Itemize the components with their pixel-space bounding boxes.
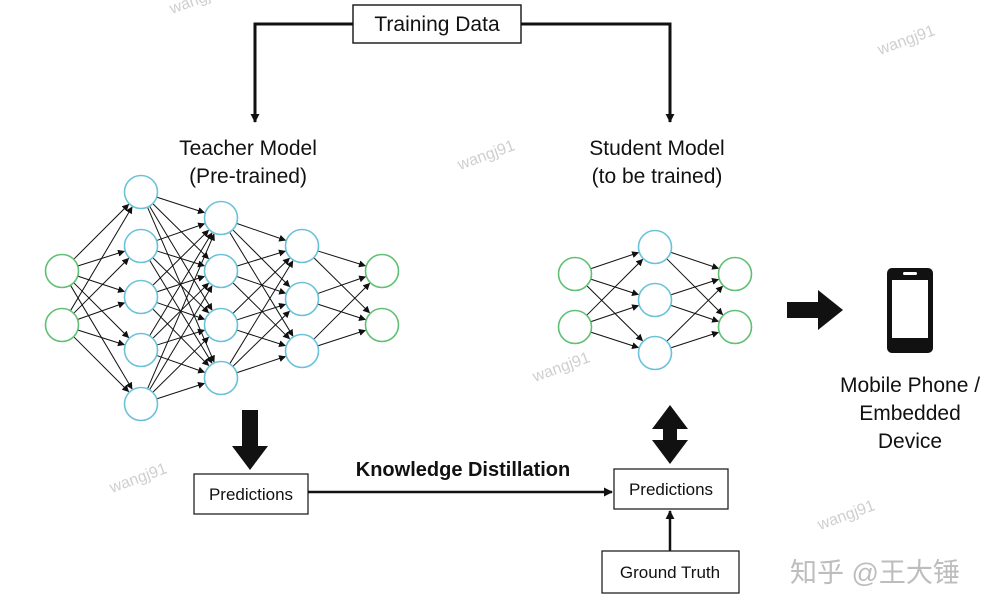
- training-data-label: Training Data: [374, 13, 500, 36]
- device-label-line2: Embedded: [859, 402, 961, 425]
- student-model-title: Student Model: [589, 137, 724, 160]
- teacher-connection: [77, 275, 126, 293]
- teacher-input-node: [44, 253, 80, 289]
- teacher-connection: [232, 310, 290, 367]
- teacher-connection: [317, 250, 366, 268]
- teacher-to-predictions-arrow: [232, 410, 268, 470]
- teacher-input-node: [44, 307, 80, 343]
- ground-truth-node: Ground Truth: [601, 550, 740, 594]
- teacher-connection: [236, 249, 286, 267]
- arrow-training-to-teacher: [250, 22, 353, 123]
- teacher-connection: [232, 282, 291, 340]
- teacher-hidden-node: [123, 332, 159, 368]
- teacher-connection: [317, 329, 367, 347]
- teacher-connection: [229, 260, 294, 365]
- device-label-line3: Device: [878, 430, 942, 453]
- teacher-connection: [152, 336, 210, 393]
- student-connection: [590, 251, 640, 270]
- teacher-hidden-node: [203, 360, 239, 396]
- teacher-model-subtitle: (Pre-trained): [189, 165, 307, 188]
- mobile-phone-icon: [887, 268, 933, 353]
- teacher-connection: [77, 329, 125, 347]
- student-connection: [590, 331, 640, 349]
- teacher-connection: [69, 206, 133, 312]
- student-predictions-node: Predictions: [613, 468, 729, 510]
- student-output-node: [717, 309, 753, 345]
- teacher-connection: [236, 329, 287, 348]
- teacher-predictions-box: [193, 473, 309, 515]
- teacher-network: [44, 174, 400, 422]
- teacher-connection: [156, 382, 206, 400]
- knowledge-distillation-label: Knowledge Distillation: [356, 459, 570, 481]
- teacher-hidden-node: [203, 253, 239, 289]
- teacher-connection: [149, 285, 213, 391]
- ground-truth-box: [601, 550, 740, 594]
- student-hidden-node: [637, 229, 673, 265]
- teacher-connection: [229, 231, 294, 337]
- student-hidden-node: [637, 282, 673, 318]
- teacher-connection: [73, 282, 130, 339]
- teacher-output-node: [364, 253, 400, 289]
- watermark-text: wangj91: [815, 497, 878, 534]
- watermark-text: wangj91: [167, 0, 230, 18]
- teacher-hidden-node: [284, 228, 320, 264]
- ground-truth-label: Ground Truth: [620, 563, 720, 582]
- student-predictions-double-arrow: [652, 405, 688, 464]
- teacher-hidden-node: [123, 386, 159, 422]
- teacher-connection: [73, 257, 130, 314]
- student-connection: [670, 251, 720, 270]
- teacher-connection: [156, 354, 206, 374]
- student-network: [557, 229, 753, 371]
- student-connection: [586, 258, 644, 316]
- student-hidden-node: [637, 335, 673, 371]
- teacher-hidden-node: [203, 200, 239, 236]
- teacher-connection: [313, 282, 371, 340]
- teacher-connection: [73, 203, 130, 260]
- teacher-connection: [156, 222, 206, 242]
- teacher-hidden-node: [284, 281, 320, 317]
- watermark-text: wangj91: [530, 349, 593, 386]
- student-connection: [670, 278, 720, 296]
- teacher-connection: [236, 355, 287, 374]
- deploy-arrow: [787, 290, 843, 330]
- student-predictions-box: [613, 468, 729, 510]
- teacher-hidden-node: [123, 228, 159, 264]
- teacher-model-title: Teacher Model: [179, 137, 317, 160]
- teacher-connection: [156, 196, 206, 214]
- student-input-node: [557, 256, 593, 292]
- teacher-connection: [232, 257, 290, 314]
- teacher-connection: [236, 222, 287, 242]
- student-model-subtitle: (to be trained): [592, 165, 723, 188]
- training-data-node: Training Data: [352, 4, 522, 44]
- teacher-connection: [152, 203, 210, 260]
- student-predictions-label: Predictions: [629, 480, 713, 499]
- teacher-connection: [317, 275, 367, 295]
- student-connection: [590, 304, 640, 323]
- teacher-connection: [149, 232, 213, 337]
- teacher-hidden-node: [203, 307, 239, 343]
- watermark-text: wangj91: [107, 460, 170, 497]
- device-label-line1: Mobile Phone /: [840, 374, 980, 397]
- teacher-hidden-node: [284, 333, 320, 369]
- teacher-connection: [152, 229, 210, 286]
- student-output-node: [717, 256, 753, 292]
- arrow-training-to-student: [521, 22, 675, 123]
- teacher-hidden-node: [123, 174, 159, 210]
- teacher-predictions-node: Predictions: [193, 473, 309, 515]
- teacher-connection: [77, 301, 126, 320]
- student-input-node: [557, 309, 593, 345]
- teacher-connection: [236, 275, 287, 295]
- teacher-connection: [73, 336, 130, 393]
- teacher-hidden-node: [123, 279, 159, 315]
- teacher-output-node: [364, 307, 400, 343]
- student-connection: [670, 331, 720, 349]
- watermark-text: wangj91: [455, 137, 518, 174]
- watermark-source: 知乎 @王大锤: [790, 558, 960, 588]
- teacher-connection: [147, 233, 215, 390]
- watermark-text: wangj91: [875, 22, 938, 59]
- student-connection: [666, 285, 724, 342]
- teacher-predictions-label: Predictions: [209, 485, 293, 504]
